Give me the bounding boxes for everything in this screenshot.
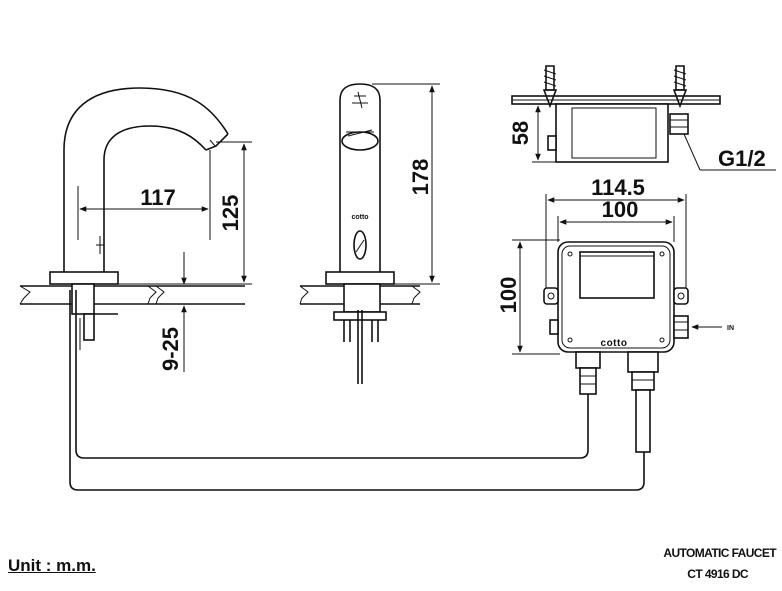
model-number: CT 4916 DC xyxy=(687,567,748,581)
thread-label: G1/2 xyxy=(718,146,766,171)
product-name: AUTOMATIC FAUCET xyxy=(663,546,776,560)
dim-box-width-outer-label: 114.5 xyxy=(591,175,645,200)
dim-box-height-label: 100 xyxy=(496,277,521,314)
dimension-spout-height: 125 xyxy=(118,141,252,285)
inlet-label: IN xyxy=(727,325,734,332)
dimension-box-width-outer: 114.5 xyxy=(545,175,687,288)
dimension-box-depth: 58 xyxy=(508,103,556,163)
connecting-cables xyxy=(69,360,645,491)
dimension-box-width-inner: 100 xyxy=(557,197,675,242)
dimension-spout-reach: 117 xyxy=(77,150,211,240)
faucet-side-view xyxy=(19,87,245,372)
dimension-box-height: 100 xyxy=(496,239,560,355)
control-box-front-view: cotto IN xyxy=(543,241,734,453)
box-brand-label: cotto xyxy=(601,338,628,349)
dim-box-depth-label: 58 xyxy=(508,121,533,145)
dim-spout-reach-label: 117 xyxy=(140,185,176,210)
front-brand-mark: cotto xyxy=(351,214,368,221)
dim-spout-height-label: 125 xyxy=(218,195,243,232)
control-box-side-view: G1/2 xyxy=(511,65,776,171)
dimension-deck-thickness: 9-25 xyxy=(158,252,187,372)
dim-box-width-inner-label: 100 xyxy=(602,197,639,222)
dim-total-height-label: 178 xyxy=(408,159,433,196)
faucet-front-view: cotto xyxy=(299,83,421,384)
dim-deck-thickness-label: 9-25 xyxy=(158,327,183,371)
dimension-total-height: 178 xyxy=(372,83,440,285)
unit-label: Unit : m.m. xyxy=(8,556,96,575)
